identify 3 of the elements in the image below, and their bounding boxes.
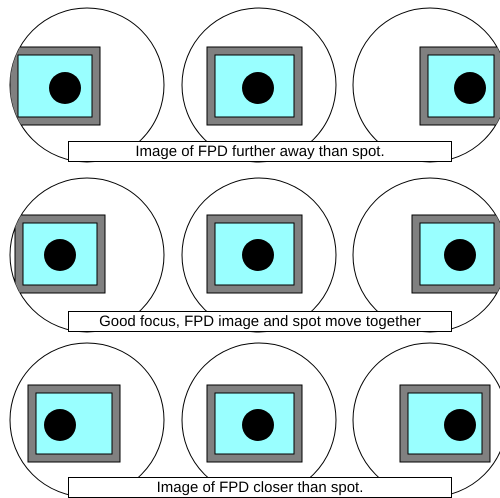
caption: Good focus, FPD image and spot move together [68, 311, 452, 332]
caption: Image of FPD closer than spot. [68, 477, 452, 498]
caption: Image of FPD further away than spot. [68, 141, 452, 162]
